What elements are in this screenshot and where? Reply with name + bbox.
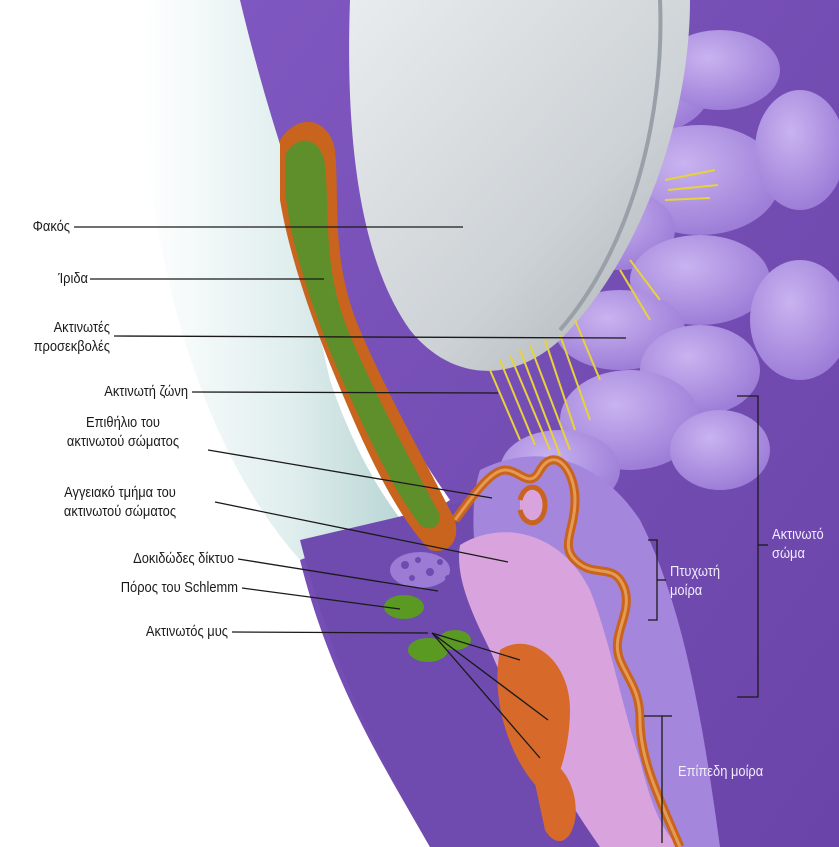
label-lens: Φακός (10, 217, 70, 236)
label-pars-plicata: Πτυχωτή μοίρα (670, 562, 739, 600)
label-ciliary-body: Ακτινωτό σώμα (772, 525, 830, 563)
label-pars-plana: Επίπεδη μοίρα (678, 762, 773, 781)
label-iris: Ίριδα (12, 269, 88, 288)
label-ciliary-epithelium: Επιθήλιο του ακτινωτού σώματος (46, 413, 199, 451)
label-ciliary-processes: Ακτινωτές προσεκβολές (15, 318, 110, 356)
label-trabecular-meshwork: Δοκιδώδες δίκτυο (33, 549, 234, 568)
label-schlemm-canal: Πόρος του Schlemm (33, 578, 238, 597)
label-zonule: Ακτινωτή ζώνη (26, 382, 188, 401)
label-ciliary-muscle: Ακτινωτός μυς (32, 622, 228, 641)
schlemm-canal (384, 595, 424, 619)
label-vascular-part: Αγγειακό τμήμα του ακτινωτού σώματος (36, 483, 205, 521)
